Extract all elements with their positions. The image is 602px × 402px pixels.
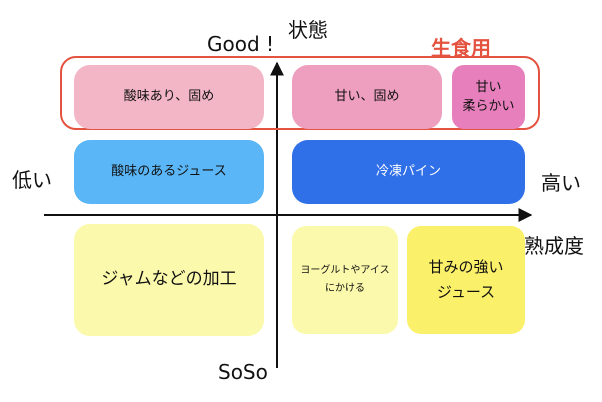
box-frozen: 冷凍パイン bbox=[292, 140, 525, 204]
box-sweet-soft-line1: 甘い bbox=[475, 79, 502, 95]
axis-top-label: Good ! bbox=[207, 32, 275, 56]
box-sour-firm-text: 酸味あり、固め bbox=[123, 89, 215, 105]
box-frozen-text: 冷凍パイン bbox=[375, 164, 441, 180]
box-sweet-juice-line1: 甘みの強い bbox=[428, 257, 504, 276]
box-yogurt-line1: ヨーグルトやアイス bbox=[300, 265, 390, 276]
axis-right-label: 高い bbox=[541, 171, 581, 195]
box-sweet-juice: 甘みの強い ジュース bbox=[407, 226, 525, 334]
box-sweet-firm-text: 甘い、固め bbox=[334, 89, 400, 105]
box-sour-firm: 酸味あり、固め bbox=[74, 65, 264, 129]
box-sour-juice: 酸味のあるジュース bbox=[74, 140, 264, 204]
axis-x-name: 熟成度 bbox=[524, 234, 584, 258]
axis-left-label: 低い bbox=[12, 168, 52, 192]
highlight-frame bbox=[60, 56, 540, 130]
axis-bottom-label: SoSo bbox=[218, 360, 268, 384]
box-sweet-firm: 甘い、固め bbox=[292, 65, 442, 129]
box-sweet-soft-line2: 柔らかい bbox=[462, 99, 515, 114]
box-yogurt: ヨーグルトやアイス にかける bbox=[292, 226, 398, 334]
box-jam-text: ジャムなどの加工 bbox=[101, 269, 237, 290]
box-yogurt-line2: にかける bbox=[324, 283, 365, 294]
box-sweet-juice-line2: ジュース bbox=[436, 283, 496, 301]
axis-y-name: 状態 bbox=[288, 18, 328, 42]
box-sour-juice-text: 酸味のあるジュース bbox=[111, 164, 227, 180]
highlight-label: 生食用 bbox=[431, 36, 491, 60]
box-jam: ジャムなどの加工 bbox=[74, 224, 264, 336]
box-sweet-soft: 甘い 柔らかい bbox=[452, 65, 525, 129]
